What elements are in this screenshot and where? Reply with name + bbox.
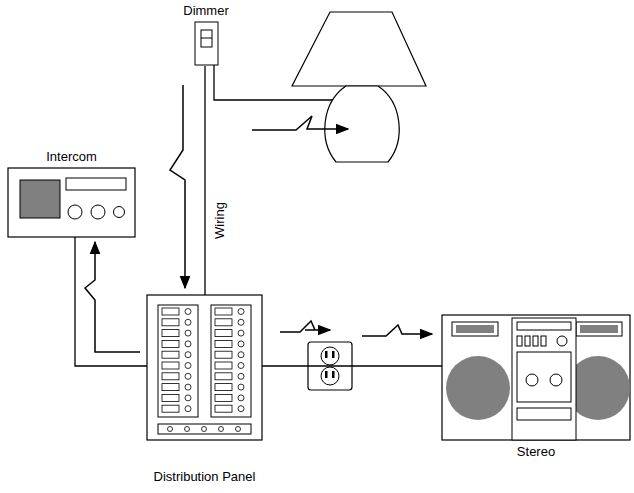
intercom-node: Intercom (8, 149, 135, 237)
stereo-unit (442, 315, 630, 440)
intercom-unit (8, 168, 135, 237)
dimmer-node: Dimmer (183, 3, 229, 66)
wire (262, 365, 442, 366)
device-label: Distribution Panel (154, 469, 256, 485)
breaker-panel (147, 295, 262, 440)
wire (204, 66, 205, 295)
panel-node: Distribution Panel (147, 295, 262, 485)
edge-label: Wiring (212, 200, 227, 241)
signal-arrows (85, 85, 432, 352)
lamp (292, 12, 426, 162)
device-label: Intercom (46, 149, 97, 165)
device-label: Dimmer (183, 3, 229, 19)
dimmer-switch (195, 22, 218, 65)
wire (75, 237, 147, 366)
device-label: Stereo (517, 444, 555, 460)
stereo-node: Stereo (442, 315, 630, 460)
